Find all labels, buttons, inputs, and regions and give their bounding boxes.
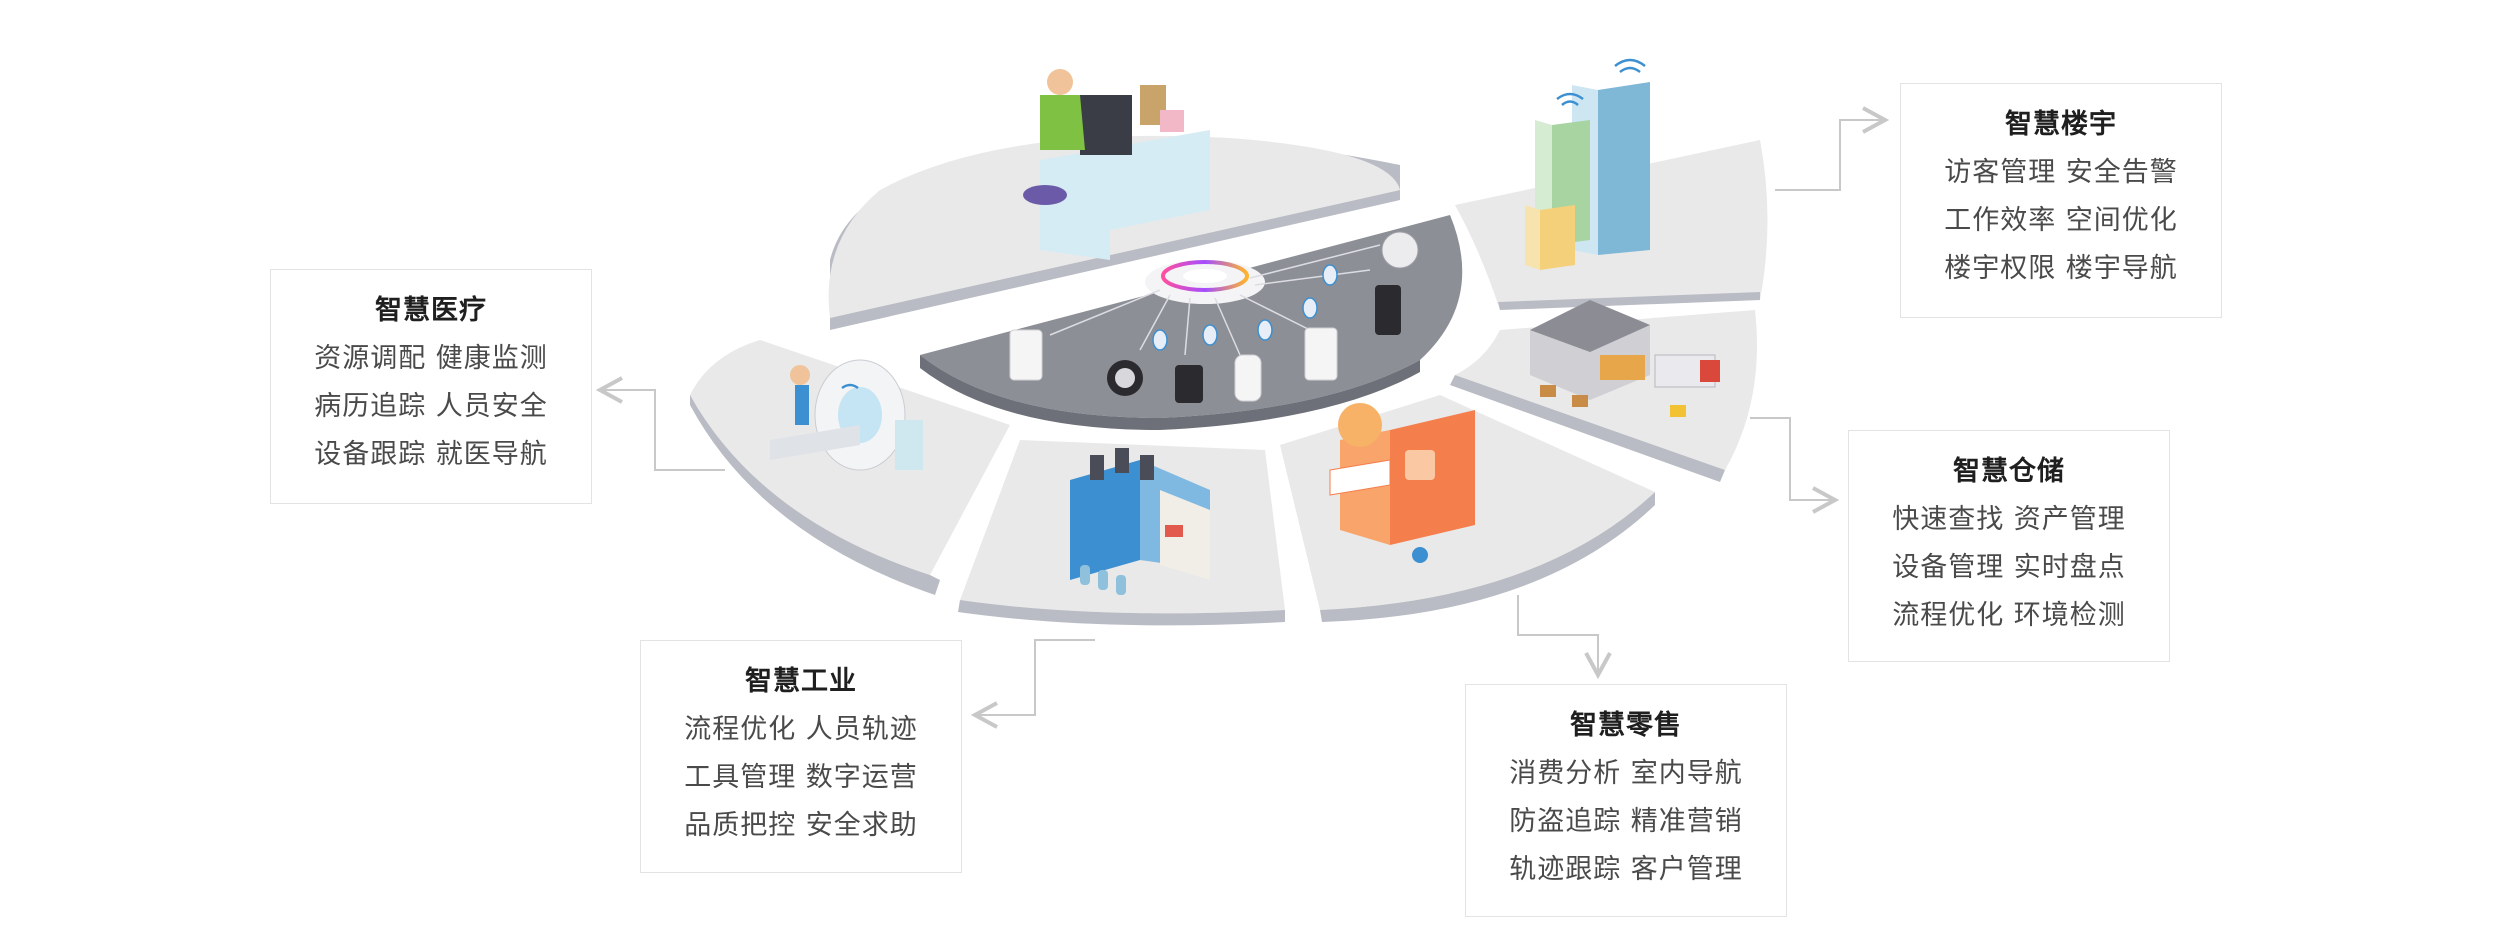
box-medical-title: 智慧医疗 bbox=[375, 295, 487, 326]
office-desk-icon bbox=[1023, 69, 1210, 260]
box-building-line: 楼宇权限 楼宇导航 bbox=[1944, 253, 2178, 284]
box-retail-line: 消费分析 室内导航 bbox=[1509, 758, 1743, 789]
mri-scanner-icon bbox=[770, 359, 923, 471]
box-industry-line: 流程优化 人员轨迹 bbox=[684, 714, 918, 745]
box-warehouse-line: 设备管理 实时盘点 bbox=[1892, 552, 2126, 583]
box-retail-line: 轨迹跟踪 客户管理 bbox=[1509, 854, 1743, 885]
signal-lines bbox=[1049, 244, 1381, 356]
retail-store-icon bbox=[1329, 403, 1475, 563]
box-industry-title: 智慧工业 bbox=[745, 666, 857, 697]
wifi-icon bbox=[1556, 58, 1646, 106]
box-industry: 智慧工业 流程优化 人员轨迹 工具管理 数字运营 品质把控 安全求助 bbox=[640, 640, 962, 873]
box-industry-line: 工具管理 数字运营 bbox=[684, 762, 918, 793]
box-retail: 智慧零售 消费分析 室内导航 防盗追踪 精准营销 轨迹跟踪 客户管理 bbox=[1465, 684, 1787, 917]
factory-icon bbox=[1070, 448, 1210, 595]
skyscraper-icon bbox=[1525, 82, 1650, 270]
box-building-line: 工作效率 空间优化 bbox=[1944, 205, 2178, 236]
wristband-icon bbox=[1107, 231, 1419, 403]
box-warehouse-title: 智慧仓储 bbox=[1953, 456, 2065, 487]
box-industry-line: 品质把控 安全求助 bbox=[684, 810, 918, 841]
box-medical-line: 设备跟踪 就医导航 bbox=[314, 439, 548, 470]
box-building: 智慧楼宇 访客管理 安全告警 工作效率 空间优化 楼宇权限 楼宇导航 bbox=[1900, 83, 2222, 318]
box-medical: 智慧医疗 资源调配 健康监测 病历追踪 人员安全 设备跟踪 就医导航 bbox=[270, 269, 592, 504]
warehouse-truck-icon bbox=[1530, 300, 1720, 417]
bluetooth-icon bbox=[1152, 264, 1338, 351]
box-medical-line: 病历追踪 人员安全 bbox=[314, 391, 548, 422]
badge-tag-icon bbox=[1009, 327, 1338, 402]
box-warehouse-line: 快速查找 资产管理 bbox=[1892, 504, 2126, 535]
box-building-line: 访客管理 安全告警 bbox=[1944, 157, 2178, 188]
box-warehouse: 智慧仓储 快速查找 资产管理 设备管理 实时盘点 流程优化 环境检测 bbox=[1848, 430, 2170, 662]
box-warehouse-line: 流程优化 环境检测 bbox=[1892, 600, 2126, 631]
ceiling-gateway-icon bbox=[1145, 260, 1265, 304]
box-building-title: 智慧楼宇 bbox=[2005, 109, 2117, 140]
box-retail-title: 智慧零售 bbox=[1570, 710, 1682, 741]
box-medical-line: 资源调配 健康监测 bbox=[314, 343, 548, 374]
connector-arrows bbox=[600, 120, 1885, 715]
box-retail-line: 防盗追踪 精准营销 bbox=[1509, 806, 1743, 837]
